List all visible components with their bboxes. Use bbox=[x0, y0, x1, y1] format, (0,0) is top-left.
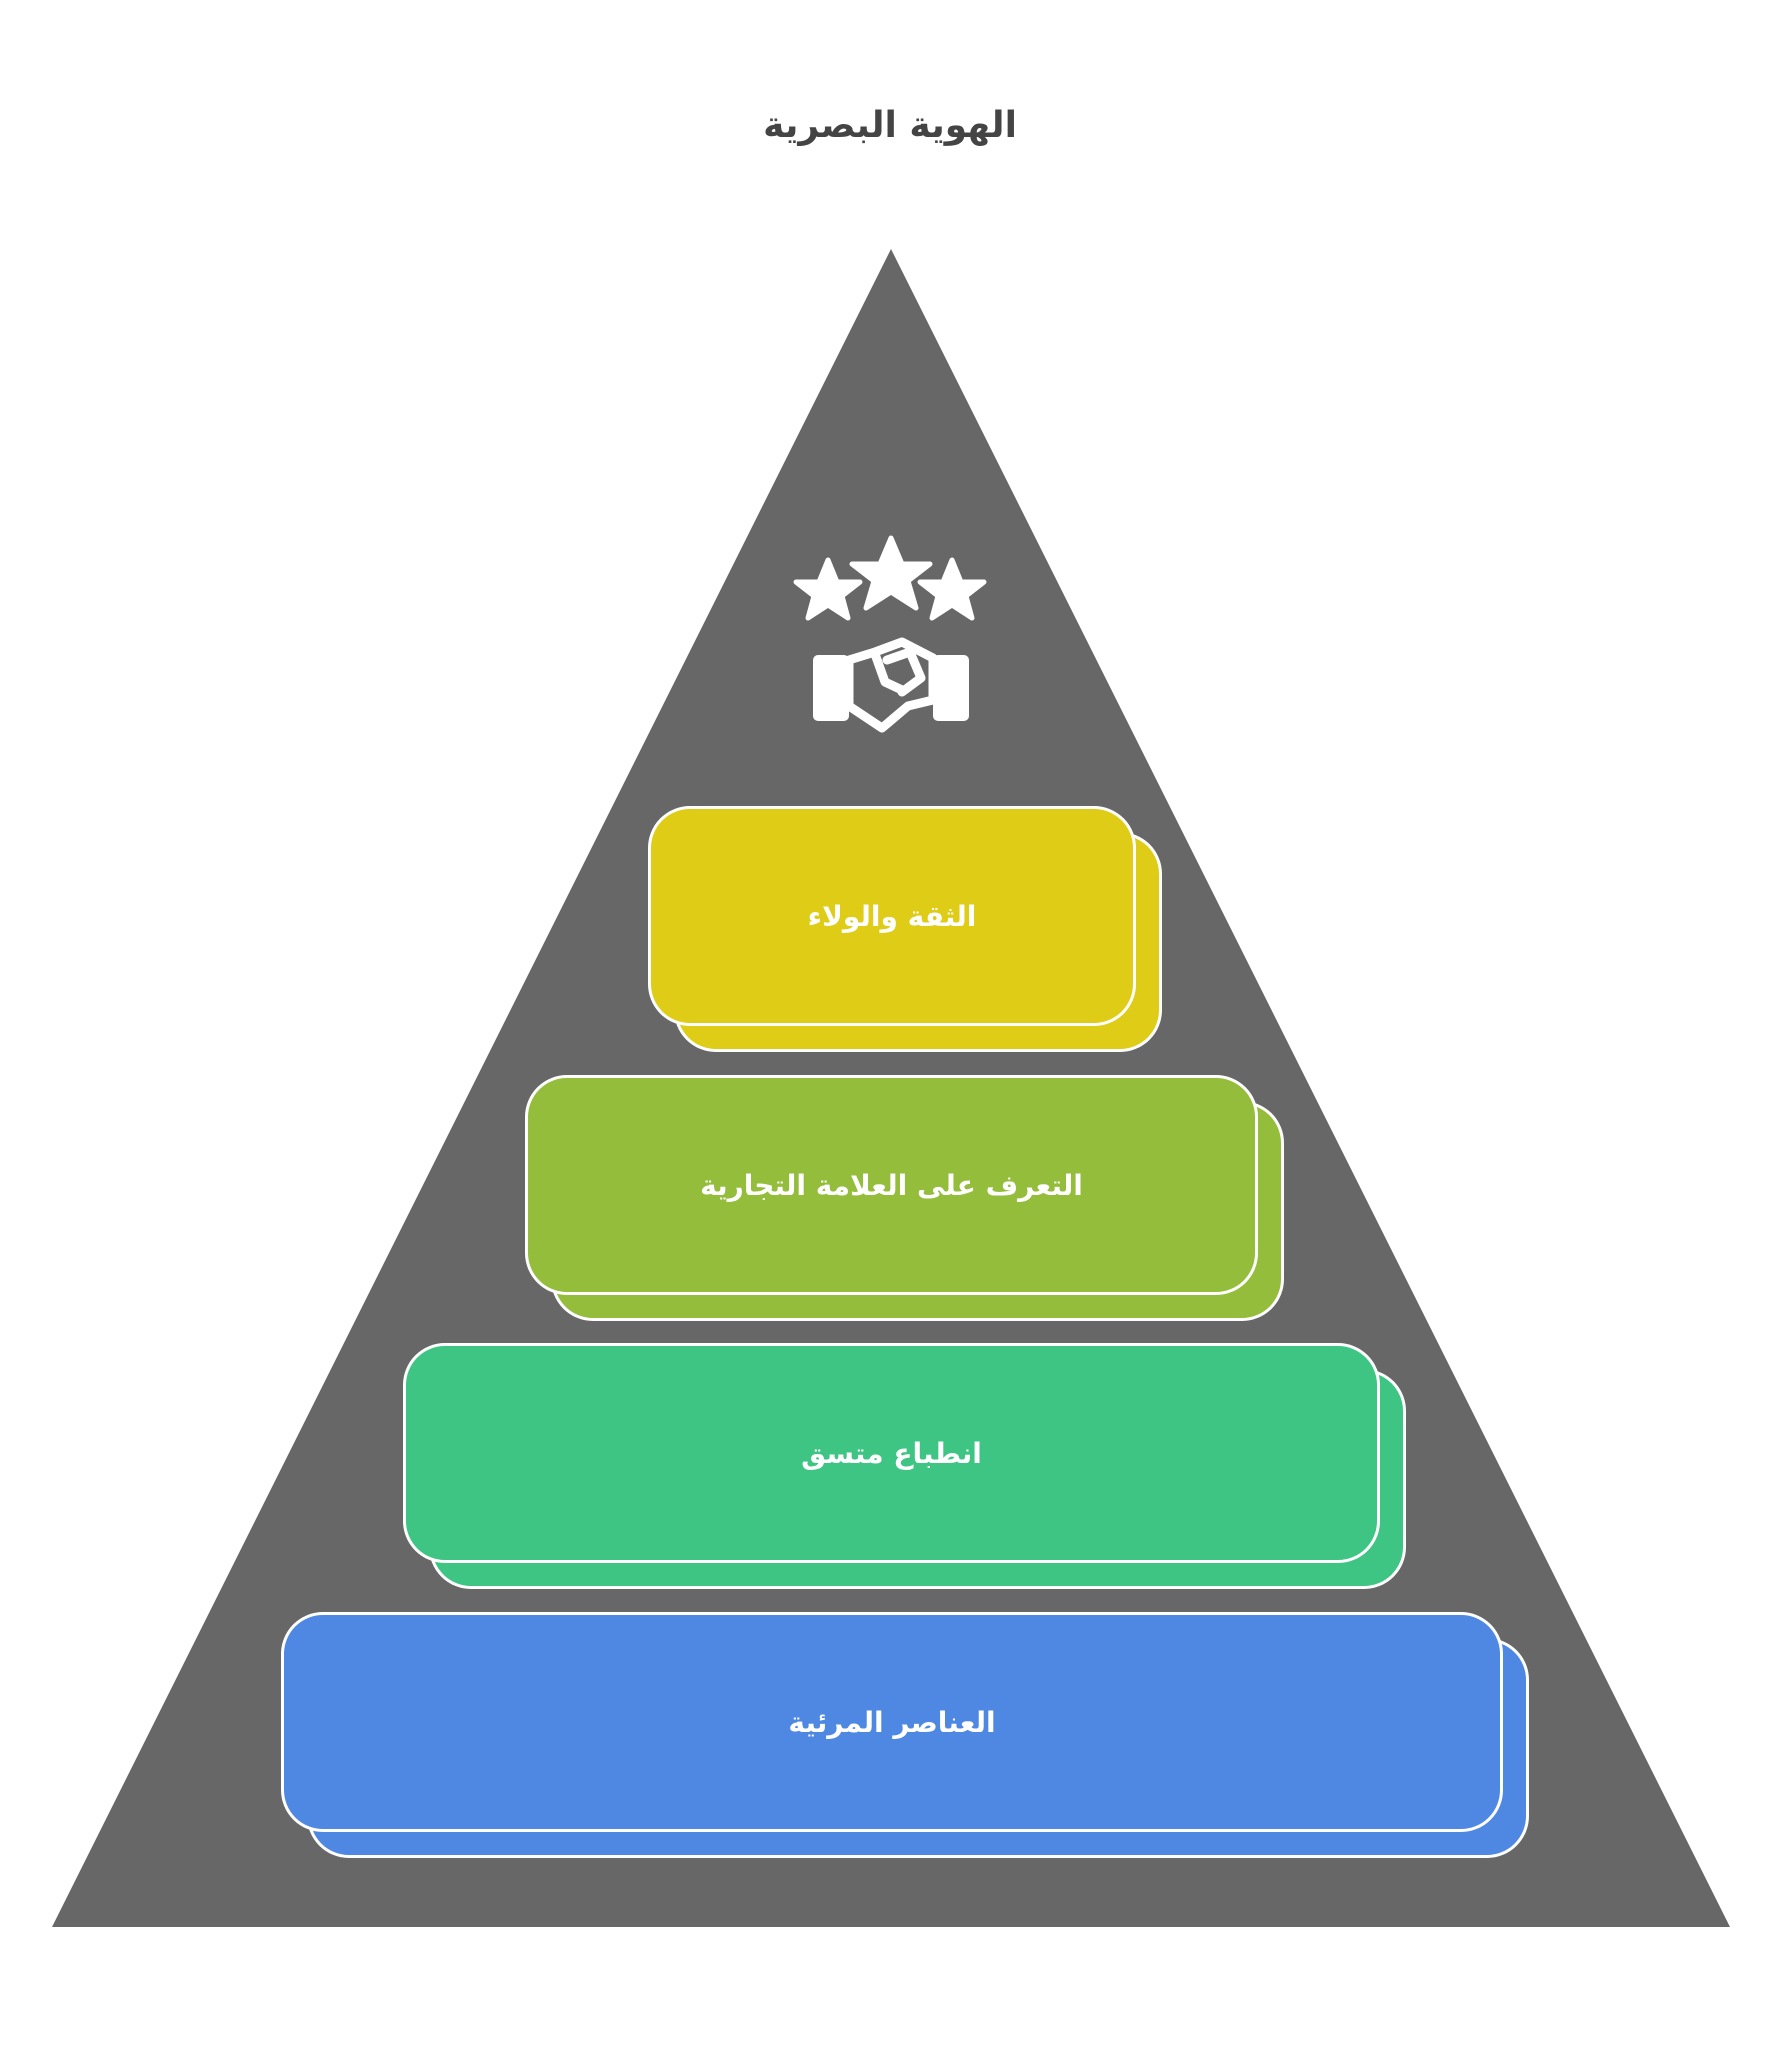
diagram-title: الهوية البصرية bbox=[763, 105, 1017, 146]
layer-label: التعرف على العلامة التجارية bbox=[700, 1168, 1083, 1202]
layer-label: انطباع متسق bbox=[801, 1436, 982, 1470]
layer-box: التعرف على العلامة التجارية bbox=[525, 1075, 1258, 1295]
layer-label: العناصر المرئية bbox=[788, 1705, 996, 1739]
stars-handshake-icon bbox=[793, 535, 987, 733]
layer-box: العناصر المرئية bbox=[281, 1612, 1503, 1832]
layer-box: الثقة والولاء bbox=[648, 806, 1136, 1026]
layer-box: انطباع متسق bbox=[403, 1343, 1380, 1563]
layer-label: الثقة والولاء bbox=[807, 899, 977, 933]
